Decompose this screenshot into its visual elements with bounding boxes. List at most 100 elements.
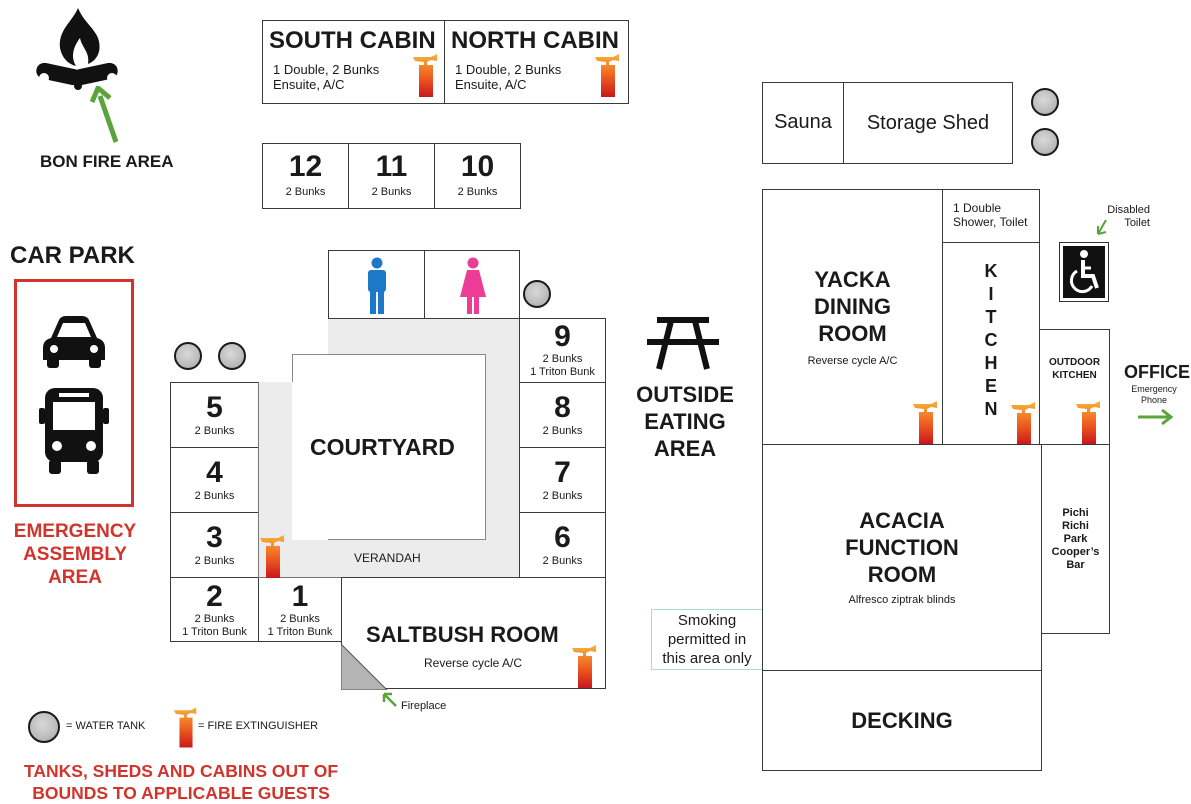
south-cabin: SOUTH CABIN 1 Double, 2 Bunks Ensuite, A… (262, 20, 445, 104)
acacia-title: ACACIA FUNCTION ROOM (845, 508, 959, 587)
coopers-bar-label: Pichi Richi Park Cooper’s Bar (1051, 507, 1100, 571)
disabled-arrow-icon (1097, 219, 1107, 235)
decking: DECKING (762, 670, 1042, 771)
south-cabin-line2: Ensuite, A/C (273, 77, 345, 92)
room-number: 7 (554, 456, 571, 489)
courtyard-title: COURTYARD (310, 434, 455, 460)
saltbush-room: SALTBUSH ROOM Reverse cycle A/C (341, 577, 606, 690)
double-room-line1: 1 Double (953, 201, 1002, 215)
smoking-area: Smoking permitted in this area only (651, 609, 763, 670)
verandah-label: VERANDAH (354, 551, 421, 565)
room-desc: 2 Bunks (194, 555, 235, 567)
saltbush-title: SALTBUSH ROOM (366, 622, 559, 647)
fireplace-arrow-icon (382, 692, 397, 707)
fire-extinguisher-icon (593, 53, 623, 97)
saltbush-desc: Reverse cycle A/C (424, 656, 523, 670)
room-9: 9 2 Bunks 1 Triton Bunk (519, 318, 606, 383)
kitchen: K I T C H E N (942, 242, 1040, 445)
acacia-function-room: ACACIA FUNCTION ROOM Alfresco ziptrak bl… (762, 444, 1042, 671)
storage-label: Storage Shed (866, 112, 990, 134)
outdoor-kitchen: OUTDOOR KITCHEN (1039, 329, 1110, 445)
storage-shed: Storage Shed (843, 82, 1013, 164)
north-cabin-title: NORTH CABIN (451, 27, 619, 54)
room-number: 5 (206, 391, 223, 424)
office-title: OFFICE (1124, 362, 1190, 382)
fire-extinguisher-icon (570, 644, 600, 688)
sauna: Sauna (762, 82, 844, 164)
emergency-assembly-label: EMERGENCY ASSEMBLY AREA (13, 521, 137, 588)
room-5: 5 2 Bunks (170, 382, 259, 448)
disabled-toilet-label: Disabled Toilet (1107, 204, 1150, 229)
wheelchair-icon (1063, 246, 1105, 298)
decking-label: DECKING (851, 708, 953, 733)
room-number: 1 (291, 580, 309, 613)
room-desc-2: 1 Triton Bunk (267, 626, 333, 638)
room-number: 12 (288, 150, 323, 183)
courtyard-area-ext (292, 382, 328, 540)
male-toilet (328, 250, 425, 319)
room-number: 6 (554, 521, 571, 554)
fire-extinguisher-icon (411, 53, 441, 97)
car-park-area (14, 279, 134, 507)
room-desc: 2 Bunks (542, 353, 583, 365)
room-desc-2: 1 Triton Bunk (530, 366, 595, 378)
legend-fire-extinguisher-icon (172, 706, 200, 748)
room-desc: 2 Bunks (194, 490, 235, 502)
male-toilet-icon (368, 257, 386, 314)
south-cabin-title: SOUTH CABIN (269, 27, 436, 54)
coopers-bar: Pichi Richi Park Cooper’s Bar (1041, 444, 1110, 634)
fire-extinguisher-icon (1074, 400, 1104, 444)
double-room: 1 Double Shower, Toilet (942, 189, 1040, 243)
female-toilet-icon (460, 257, 486, 314)
room-12: 12 2 Bunks (262, 143, 349, 209)
water-tank-icon (218, 342, 246, 370)
legend-tank-icon (28, 711, 60, 743)
car-icon (43, 316, 105, 368)
water-tank-icon (1031, 88, 1059, 116)
room-desc: 2 Bunks (542, 425, 583, 437)
bonfire-label: BON FIRE AREA (40, 152, 174, 171)
fire-extinguisher-icon (911, 400, 941, 444)
fire-extinguisher-icon (258, 534, 288, 578)
fire-extinguisher-icon (1009, 401, 1039, 445)
room-desc-2: 1 Triton Bunk (182, 626, 247, 638)
office-arrow-icon (1138, 408, 1174, 426)
female-toilet (424, 250, 520, 319)
room-desc: 2 Bunks (371, 186, 412, 198)
room-desc: 2 Bunks (285, 186, 326, 198)
north-cabin-line1: 1 Double, 2 Bunks (455, 62, 562, 77)
legend-tank-label: = WATER TANK (66, 720, 146, 732)
double-room-line2: Shower, Toilet (953, 215, 1028, 229)
room-number: 4 (206, 456, 223, 489)
office-phone-label: Emergency Phone (1131, 384, 1177, 405)
north-cabin: NORTH CABIN 1 Double, 2 Bunks Ensuite, A… (444, 20, 629, 104)
fireplace-label: Fireplace (401, 700, 447, 712)
room-desc: 2 Bunks (542, 490, 583, 502)
room-desc: 2 Bunks (280, 613, 320, 625)
room-number: 11 (375, 150, 408, 183)
disabled-toilet (1059, 242, 1109, 302)
water-tank-icon (174, 342, 202, 370)
bus-icon (39, 388, 109, 474)
outside-eating-label: OUTSIDE EATING AREA (636, 382, 734, 461)
yacka-dining-room: YACKA DINING ROOM Reverse cycle A/C (762, 189, 943, 445)
yacka-desc: Reverse cycle A/C (807, 355, 898, 367)
yacka-title: YACKA DINING ROOM (814, 267, 891, 346)
kitchen-label: K I T C H E N (984, 261, 998, 419)
outdoor-kitchen-label: OUTDOOR KITCHEN (1048, 357, 1101, 381)
south-cabin-line1: 1 Double, 2 Bunks (273, 62, 380, 77)
room-number: 2 (206, 580, 223, 613)
room-2: 2 2 Bunks 1 Triton Bunk (170, 577, 259, 642)
room-1: 1 2 Bunks 1 Triton Bunk (258, 577, 342, 642)
fireplace-shape (341, 644, 387, 690)
bonfire-icon (32, 4, 124, 94)
room-10: 10 2 Bunks (434, 143, 521, 209)
picnic-table-icon (647, 317, 719, 370)
room-number: 3 (206, 521, 223, 554)
water-tank-icon (523, 280, 551, 308)
room-11: 11 2 Bunks (348, 143, 435, 209)
acacia-desc: Alfresco ziptrak blinds (848, 594, 956, 606)
room-6: 6 2 Bunks (519, 512, 606, 578)
room-desc: 2 Bunks (194, 425, 235, 437)
room-8: 8 2 Bunks (519, 382, 606, 448)
